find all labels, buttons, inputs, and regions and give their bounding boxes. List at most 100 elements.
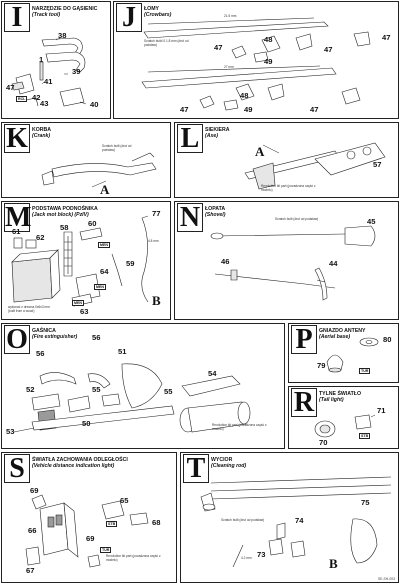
kit-note: Revolution kit part (pozadzona część z m… (261, 184, 316, 192)
reference-letter: A (255, 144, 265, 159)
panel-distance-light: S ŚWIATŁA ZACHOWANIA ODLEGŁOŚCI (Vehicle… (1, 452, 177, 583)
part-number: 79 (317, 361, 326, 370)
aerial-base-drawing (326, 337, 379, 373)
part-number: 40 (90, 100, 99, 109)
panel-title: PODSTAWA PODNOŚNIKA (Jack mot block) (Pz… (32, 206, 98, 218)
part-number: 47 (214, 43, 223, 52)
panel-title: GNIAZDO ANTENY (Aerial base) (319, 328, 366, 340)
part-number: 61 (12, 227, 21, 236)
reference-letter: B (329, 556, 338, 571)
fire-extinguisher-drawing (13, 363, 251, 433)
sheet-code: SE-SH-003 (377, 577, 395, 581)
part-number: 50 (82, 419, 91, 428)
panel-crowbars: J ŁOMY (Crowbars) 21.5 mm 27 mm Scratch … (113, 1, 399, 119)
part-number: 52 (26, 385, 35, 394)
distance-light-drawing (25, 494, 149, 568)
scratch-note: Scratch built (drut od podstaw) (102, 144, 132, 152)
panel-title: WYCIOR (Cleaning rod) (211, 457, 247, 469)
panel-letter: S (4, 454, 30, 483)
part-number: 73 (257, 550, 266, 559)
part-number: 63 (80, 307, 89, 316)
panel-title: ŁOPATA (Shovel) (205, 206, 226, 218)
dimension-label: 4.8 mm (148, 239, 159, 243)
panel-title: SIEKIERA (Axe) (205, 127, 230, 139)
panel-tail-light: R TYLNE ŚWIATŁO (Tail light) 71 70 STB (288, 386, 399, 449)
part-number: 55 (164, 387, 173, 396)
part-number: 42 (32, 93, 41, 102)
panel-letter: N (177, 203, 203, 232)
part-number: 54 (208, 369, 217, 378)
panel-letter: L (177, 124, 203, 153)
part-number: 46 (221, 257, 230, 266)
panel-letter: J (116, 3, 142, 32)
panel-letter: O (4, 325, 30, 354)
part-number: 62 (36, 233, 45, 242)
scratch-note: Scratch built (drut od podstaw) (221, 518, 265, 522)
part-number: 41 (44, 77, 53, 86)
track-tool-drawing (11, 37, 87, 107)
part-number: 66 (28, 526, 37, 535)
part-number: 80 (383, 335, 392, 344)
fret-tag: STB (359, 433, 371, 440)
part-number: 48 (264, 35, 273, 44)
part-number: 49 (264, 57, 273, 66)
part-number: 47 (6, 83, 15, 92)
part-number: 70 (319, 438, 328, 447)
part-number: 75 (361, 498, 370, 507)
part-number: 45 (367, 217, 376, 226)
axe-drawing (244, 142, 386, 190)
part-number: 55 (92, 385, 101, 394)
crank-drawing (41, 152, 157, 188)
panel-title: NARZĘDZIE DO GĄSIENIC (Track tool) (32, 6, 98, 18)
fret-tag: TUR (359, 368, 371, 375)
part-number: 60 (88, 219, 97, 228)
part-number: 77 (152, 209, 161, 218)
panel-letter: M (4, 202, 32, 233)
part-number: 68 (152, 518, 161, 527)
panel-shovel: N ŁOPATA (Shovel) Scratch built (drut od… (174, 201, 399, 320)
panel-cleaning-rod: T WYCIOR (Cleaning rod) Scratch built (d… (180, 452, 399, 583)
dimension-label: 21.5 mm (224, 14, 237, 18)
panel-aerial-base: P GNIAZDO ANTENY (Aerial base) 80 79 TUR (288, 323, 399, 383)
panel-letter: I (4, 3, 30, 32)
part-number: 44 (329, 259, 338, 268)
shovel-drawing (210, 225, 376, 301)
part-number: 69 (86, 534, 95, 543)
part-number: 43 (40, 99, 49, 108)
part-number: 71 (377, 406, 386, 415)
fret-tag: TUR (100, 547, 112, 554)
panel-axe: L SIEKIERA (Axe) A Revolution kit part (… (174, 122, 399, 198)
part-number: 1 (39, 55, 44, 64)
part-number: 47 (180, 105, 189, 114)
part-number: 57 (373, 160, 382, 169)
part-number: 59 (126, 259, 135, 268)
fret-tag: RCL (16, 96, 28, 103)
panel-title: ŁOMY (Crowbars) (144, 6, 172, 18)
panel-letter: P (291, 325, 317, 354)
part-number: 67 (26, 566, 35, 575)
fret-tag: MEN (94, 284, 106, 291)
part-number: 74 (295, 516, 304, 525)
kit-note: Revolution kit part (pozadzona część z m… (212, 423, 267, 431)
part-number: 47 (324, 45, 333, 54)
fret-tag: MEN (98, 242, 110, 249)
part-number: 48 (240, 91, 249, 100)
reference-letter: B (152, 293, 161, 308)
kit-note: Revolution kit part (pozadzona część z m… (106, 554, 161, 562)
panel-title: GAŚNICA (Fire extinguisher) (32, 328, 78, 340)
part-number: 39 (72, 67, 81, 76)
part-number: 53 (6, 427, 15, 436)
wood-note: wykonać z drewna 0x6x3 mm (built from a … (8, 305, 50, 313)
panel-title: KORBA (Crank) (32, 127, 52, 139)
part-number: 51 (118, 347, 127, 356)
jack-block-drawing (11, 215, 149, 307)
dimension-label: 27 mm (224, 65, 234, 69)
panel-crank: K KORBA (Crank) Scratch built (drut od p… (1, 122, 171, 198)
part-number: 58 (60, 223, 69, 232)
panel-fire-extinguisher: O GAŚNICA (Fire extinguisher) 56 56 51 5… (1, 323, 285, 449)
tail-light-drawing (314, 414, 376, 438)
part-number: 56 (92, 333, 101, 342)
part-number: 65 (120, 496, 129, 505)
panel-letter: R (291, 388, 317, 417)
panel-letter: K (4, 124, 30, 153)
